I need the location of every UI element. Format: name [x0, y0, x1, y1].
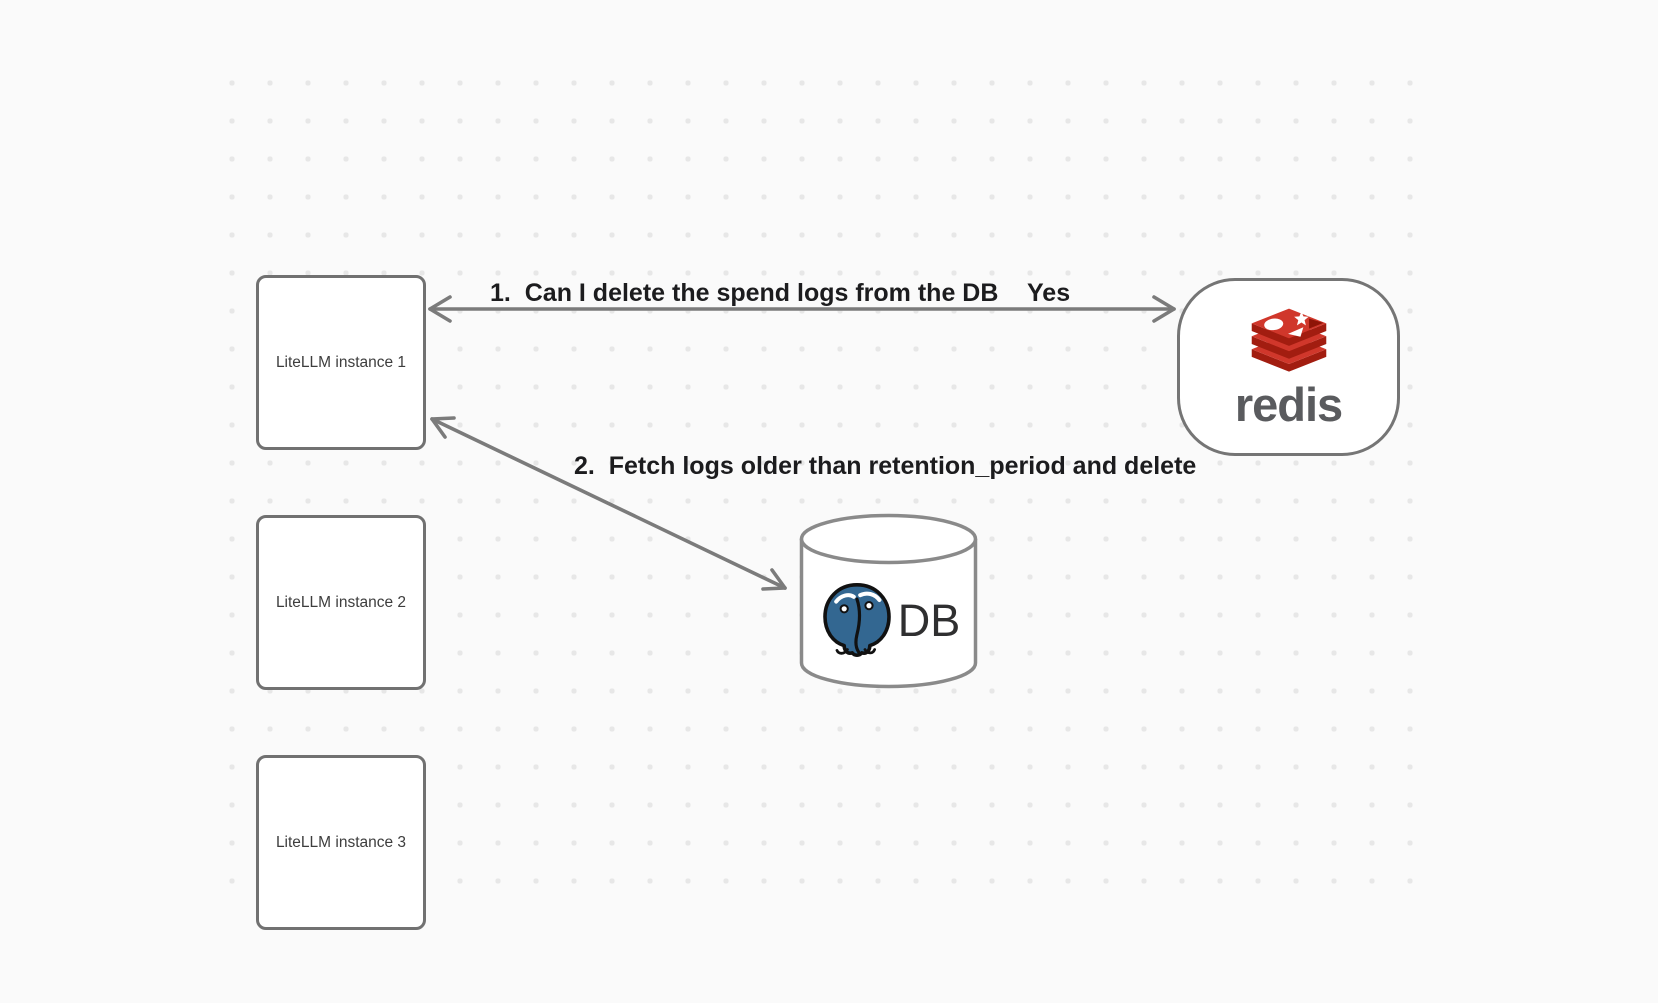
node-litellm-instance-3[interactable]: LiteLLM instance 3 — [256, 755, 426, 930]
redis-logo-icon — [1251, 308, 1326, 372]
node-database[interactable]: DB — [798, 513, 979, 689]
redis-wordmark: redis — [1234, 377, 1343, 431]
node-litellm-instance-3-label: LiteLLM instance 3 — [275, 833, 407, 851]
node-litellm-instance-1[interactable]: LiteLLM instance 1 — [256, 275, 426, 450]
node-litellm-instance-2[interactable]: LiteLLM instance 2 — [256, 515, 426, 690]
edge2-label: 2. Fetch logs older than retention_perio… — [574, 452, 1197, 480]
node-redis[interactable]: redis — [1177, 278, 1400, 456]
edge1-response-label: Yes — [1027, 279, 1071, 307]
edge1-label: 1. Can I delete the spend logs from the … — [490, 279, 999, 307]
node-litellm-instance-2-label: LiteLLM instance 2 — [275, 593, 407, 611]
arrow-instance1-db[interactable] — [430, 416, 787, 591]
postgresql-elephant-icon — [822, 583, 891, 657]
db-label: DB — [897, 594, 961, 646]
arrow-instance1-redis[interactable] — [428, 295, 1176, 323]
node-litellm-instance-1-label: LiteLLM instance 1 — [275, 353, 407, 371]
